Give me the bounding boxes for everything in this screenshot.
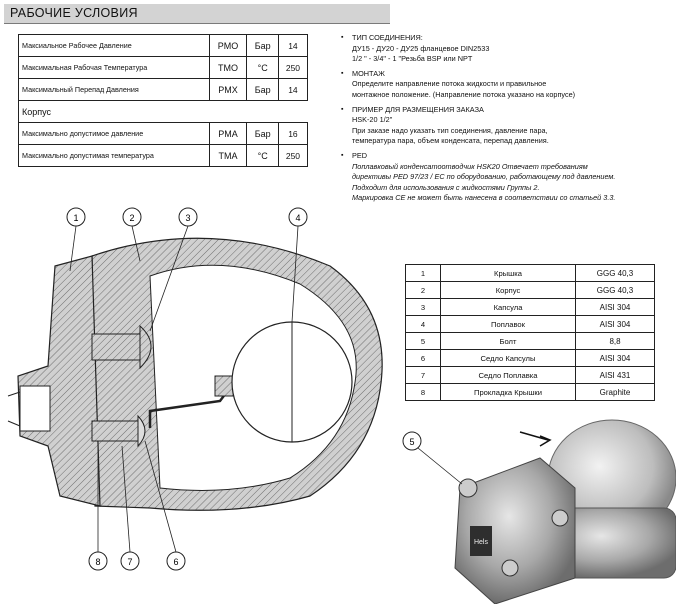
condition-label: Максимальная Рабочая Температура — [18, 56, 210, 79]
callout-2: 2 — [122, 207, 142, 262]
ped-line: директивы PED 97/23 / EC по оборудованию… — [352, 172, 616, 182]
part-number: 5 — [405, 332, 441, 350]
cross-section-drawing: 1 2 3 4 8 7 6 — [7, 207, 383, 571]
callout-label: 5 — [409, 437, 414, 447]
part-number: 3 — [405, 298, 441, 316]
part-number: 4 — [405, 315, 441, 333]
operating-conditions-table: Максиальное Рабочее Давление PMO Бар 14 … — [18, 34, 309, 167]
callout-1: 1 — [66, 207, 86, 272]
condition-unit: Бар — [246, 78, 279, 101]
condition-code: PMX — [208, 78, 248, 101]
order-heading: ПРИМЕР ДЛЯ РАЗМЕЩЕНИЯ ЗАКАЗА — [340, 105, 676, 116]
part-material: AISI 431 — [575, 366, 655, 384]
part-name: Прокладка Крышки — [440, 383, 576, 401]
table-row: Максимальная Рабочая Температура TMO °C … — [18, 56, 309, 79]
condition-unit: Бар — [246, 34, 279, 57]
condition-label: Максимально допустимое давление — [18, 122, 210, 145]
condition-unit: Бар — [246, 122, 279, 145]
connection-line: 1/2 " - 3/4" - 1 "Резьба BSP или NPT — [352, 54, 473, 64]
condition-label: Максимально допустимая температура — [18, 144, 210, 167]
ped-line: Поплавковый конденсатоотводчик HSK20 Отв… — [352, 161, 588, 171]
part-material: GGG 40,3 — [575, 281, 655, 299]
callout-4: 4 — [288, 207, 308, 323]
callout-label: 1 — [73, 213, 78, 223]
part-material: Graphite — [575, 383, 655, 401]
table-row: Максиальное Рабочее Давление PMO Бар 14 — [18, 34, 309, 57]
condition-value: 14 — [277, 34, 309, 57]
order-line: При заказе надо указать тип соединения, … — [352, 125, 548, 135]
section-label: Корпус — [18, 100, 308, 123]
part-number: 8 — [405, 383, 441, 401]
callout-label: 6 — [173, 557, 178, 567]
condition-code: PMA — [208, 122, 248, 145]
part-material: GGG 40,3 — [575, 264, 655, 282]
condition-value: 14 — [277, 78, 309, 101]
order-line: HSK-20 1/2" — [352, 115, 393, 125]
callout-label: 8 — [95, 557, 100, 567]
part-name: Болт — [440, 332, 576, 350]
product-photo: Hels 5 — [402, 419, 676, 604]
callout-3: 3 — [149, 207, 198, 332]
mounting-line: Определите направление потока жидкости и… — [352, 79, 547, 89]
callout-label: 3 — [185, 213, 190, 223]
part-number: 1 — [405, 264, 441, 282]
ped-line: Подходит для использования с жидкостями … — [352, 182, 540, 192]
condition-unit: °C — [246, 56, 279, 79]
part-material: AISI 304 — [575, 315, 655, 333]
condition-code: TMA — [208, 144, 248, 167]
order-line: температура пара, объем конденсата, пере… — [352, 136, 549, 146]
callout-8: 8 — [88, 446, 108, 571]
part-name: Седло Поплавка — [440, 366, 576, 384]
connection-line: ДУ15 - ДУ20 - ДУ25 фланцевое DIN2533 — [352, 43, 490, 53]
ped-line: Маркировка CE не может быть нанесена в с… — [352, 193, 616, 203]
condition-code: PMO — [208, 34, 248, 57]
mounting-heading: МОНТАЖ — [340, 69, 676, 80]
part-name: Поплавок — [440, 315, 576, 333]
table-row: Корпус — [18, 100, 308, 123]
condition-code: TMO — [208, 56, 248, 79]
table-row: Максимально допустимая температура TMA °… — [18, 144, 309, 167]
photo-brand-text: Hels — [474, 539, 489, 546]
part-name: Капсула — [440, 298, 576, 316]
callout-6: 6 — [144, 440, 186, 571]
callout-label: 2 — [129, 213, 134, 223]
part-number: 6 — [405, 349, 441, 367]
condition-unit: °C — [246, 144, 279, 167]
callout-5: 5 — [402, 431, 463, 485]
table-row: Максимальный Перепад Давления PMX Бар 14 — [18, 78, 309, 101]
ped-heading: PED — [340, 151, 676, 162]
part-material: AISI 304 — [575, 298, 655, 316]
section-header: РАБОЧИЕ УСЛОВИЯ — [4, 4, 390, 24]
part-material: 8,8 — [575, 332, 655, 350]
callout-7: 7 — [120, 445, 140, 571]
notes-block: ТИП СОЕДИНЕНИЯ: ДУ15 - ДУ20 - ДУ25 фланц… — [340, 33, 676, 204]
part-number: 7 — [405, 366, 441, 384]
part-name: Корпус — [440, 281, 576, 299]
part-material: AISI 304 — [575, 349, 655, 367]
condition-label: Максиальное Рабочее Давление — [18, 34, 210, 57]
condition-value: 250 — [277, 144, 309, 167]
table-row: Максимально допустимое давление PMA Бар … — [18, 122, 309, 145]
mounting-line: монтажное положение. (Направление потока… — [352, 89, 576, 99]
section-title: РАБОЧИЕ УСЛОВИЯ — [10, 6, 138, 20]
condition-label: Максимальный Перепад Давления — [18, 78, 210, 101]
part-number: 2 — [405, 281, 441, 299]
part-name: Седло Капсулы — [440, 349, 576, 367]
callout-label: 7 — [127, 557, 132, 567]
connection-heading: ТИП СОЕДИНЕНИЯ: — [340, 33, 676, 44]
condition-value: 250 — [277, 56, 309, 79]
part-name: Крышка — [440, 264, 576, 282]
condition-value: 16 — [277, 122, 309, 145]
callout-label: 4 — [295, 213, 300, 223]
